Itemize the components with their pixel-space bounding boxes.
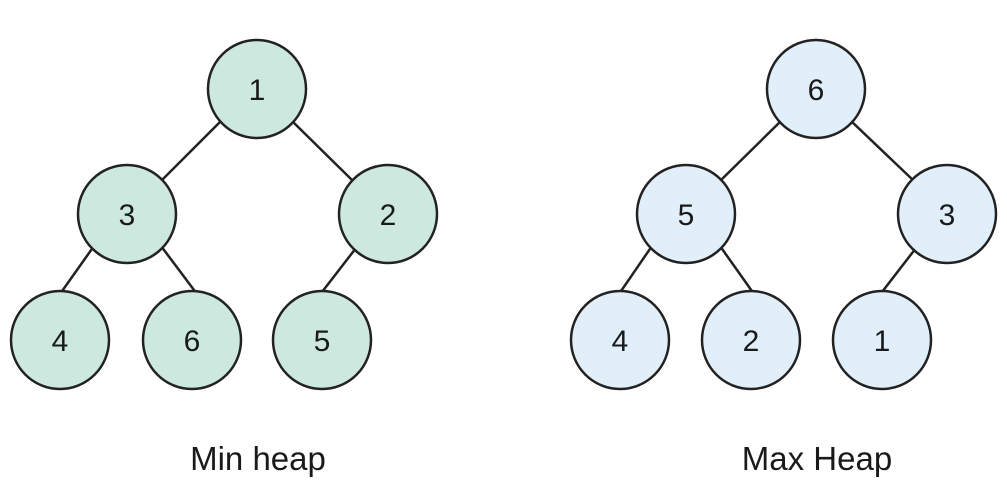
max-heap-node-right-value: 3 (939, 199, 956, 232)
min-heap-node-root: 1 (206, 38, 308, 140)
min-heap-label: Min heap (190, 440, 326, 477)
max-heap-node-right-left: 1 (831, 289, 933, 391)
max-heap-node-left-left-value: 4 (612, 325, 629, 358)
min-heap-node-left-left-value: 4 (52, 325, 69, 358)
max-heap-edge-right-rightleft (881, 247, 917, 293)
min-heap-node-right-left-value: 5 (314, 325, 331, 358)
max-heap-edge-root-right (849, 119, 915, 182)
max-heap-node-left-right-value: 2 (743, 325, 760, 358)
max-heap-edge-left-leftright (718, 245, 756, 295)
min-heap-node-left-right: 6 (141, 289, 243, 391)
max-heap-tree: 6 5 3 4 2 1 Max Heap (569, 38, 998, 477)
max-heap-node-root: 6 (765, 38, 867, 140)
min-heap-node-left: 3 (76, 163, 178, 265)
max-heap-node-right-left-value: 1 (874, 325, 891, 358)
max-heap-node-root-value: 6 (808, 74, 825, 107)
max-heap-node-left-left: 4 (569, 289, 671, 391)
min-heap-edge-right-rightleft (321, 247, 357, 293)
min-heap-edge-left-leftleft (58, 245, 96, 295)
min-heap-node-left-right-value: 6 (184, 325, 201, 358)
min-heap-node-right: 2 (337, 163, 439, 265)
max-heap-node-right: 3 (896, 163, 998, 265)
min-heap-edge-left-leftright (160, 245, 198, 295)
min-heap-tree: 1 3 2 4 6 5 Min heap (9, 38, 439, 477)
min-heap-node-root-value: 1 (249, 74, 266, 107)
min-heap-edge-root-right (290, 119, 354, 182)
max-heap-node-left: 5 (635, 163, 737, 265)
max-heap-node-left-right: 2 (700, 289, 802, 391)
max-heap-label: Max Heap (742, 440, 892, 477)
min-heap-node-right-value: 2 (380, 199, 397, 232)
max-heap-edge-left-leftleft (617, 245, 654, 295)
max-heap-node-left-value: 5 (678, 199, 695, 232)
min-heap-node-left-value: 3 (119, 199, 136, 232)
min-heap-node-right-left: 5 (271, 289, 373, 391)
min-heap-edge-root-left (160, 119, 223, 182)
min-heap-node-left-left: 4 (9, 289, 111, 391)
max-heap-edge-root-left (719, 119, 783, 182)
